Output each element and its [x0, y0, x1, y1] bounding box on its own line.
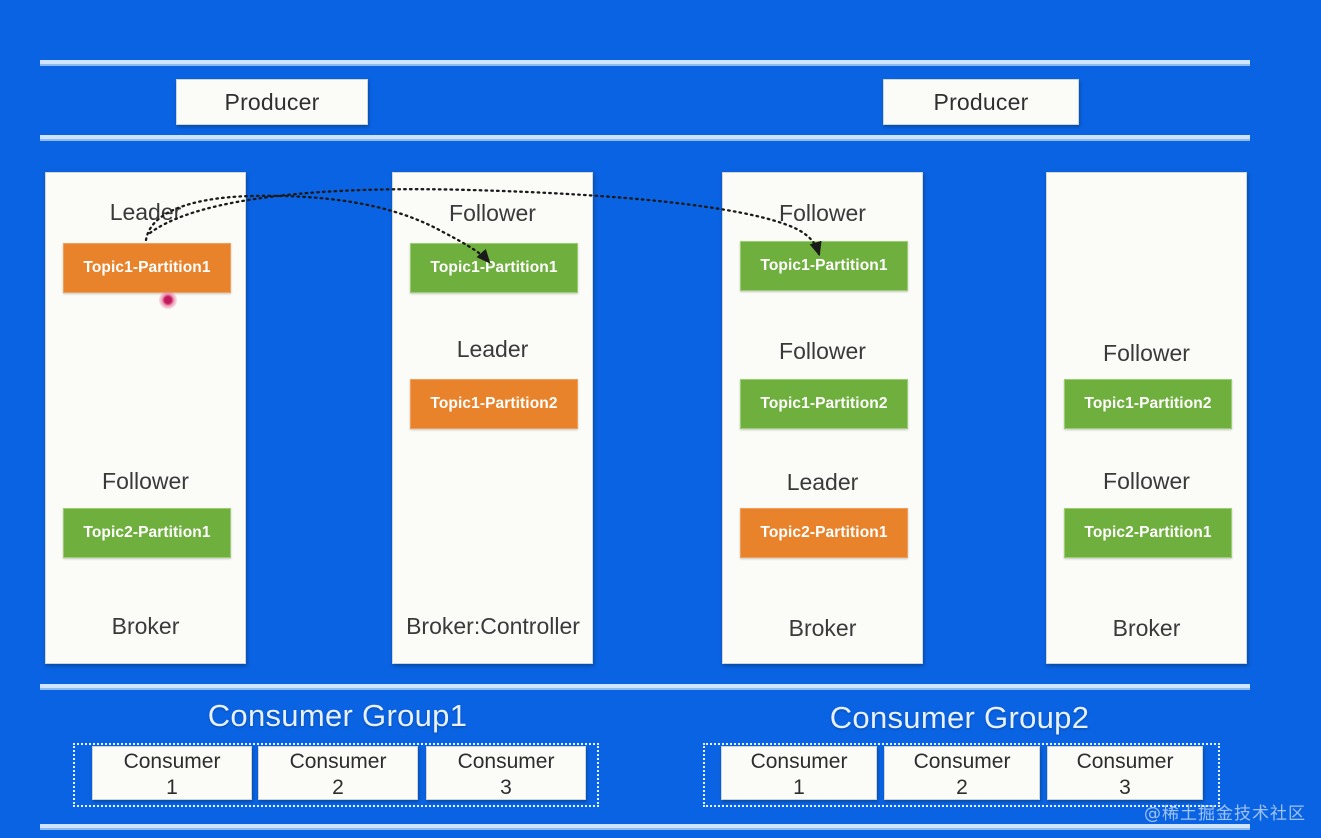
- consumer-index: 2: [956, 776, 968, 799]
- role-label-follower-1: Follower: [1103, 340, 1190, 366]
- consumer-group-1-container: [73, 743, 599, 807]
- partition-topic1-partition2[interactable]: Topic1-Partition2: [740, 379, 908, 429]
- producer-box-1[interactable]: Producer: [176, 79, 368, 125]
- partition-topic1-partition2[interactable]: Topic1-Partition2: [1064, 379, 1232, 429]
- consumer-label-line1: Consumer: [457, 750, 555, 773]
- partition-topic2-partition1[interactable]: Topic2-Partition1: [63, 508, 231, 558]
- partition-topic1-partition1[interactable]: Topic1-Partition1: [740, 241, 908, 291]
- consumer-group-1-title: Consumer Group1: [207, 698, 468, 733]
- consumer-box[interactable]: Consumer 2: [884, 746, 1040, 800]
- consumer-index: 1: [166, 776, 178, 799]
- role-label-follower-1: Follower: [779, 200, 866, 226]
- consumer-index: 2: [332, 776, 344, 799]
- partition-topic2-partition1[interactable]: Topic2-Partition1: [740, 508, 908, 558]
- role-label-leader: Leader: [456, 336, 529, 362]
- producer-label: Producer: [224, 88, 320, 115]
- partition-topic2-partition1[interactable]: Topic2-Partition1: [1064, 508, 1232, 558]
- broker-column-3[interactable]: Follower Topic1-Partition1 Follower Topi…: [722, 172, 923, 664]
- divider-bottom: [40, 824, 1250, 828]
- role-label-leader: Leader: [786, 469, 859, 495]
- broker-column-2[interactable]: Follower Topic1-Partition1 Leader Topic1…: [392, 172, 593, 664]
- watermark: @稀土掘金技术社区: [1144, 804, 1306, 824]
- broker-name: Broker: [788, 615, 857, 641]
- consumer-index: 1: [793, 776, 805, 799]
- consumer-box[interactable]: Consumer 2: [258, 746, 418, 800]
- role-label-follower: Follower: [449, 200, 536, 226]
- consumer-index: 3: [1119, 776, 1131, 799]
- consumer-index: 3: [500, 776, 512, 799]
- consumer-box[interactable]: Consumer 1: [92, 746, 252, 800]
- consumer-group-2-title: Consumer Group2: [829, 700, 1090, 735]
- cursor-click-marker: [159, 291, 177, 309]
- consumer-label-line1: Consumer: [1076, 750, 1174, 773]
- consumer-box[interactable]: Consumer 3: [426, 746, 586, 800]
- consumer-label-line1: Consumer: [913, 750, 1011, 773]
- consumer-label-line1: Consumer: [123, 750, 221, 773]
- producer-label: Producer: [933, 88, 1029, 115]
- broker-name-controller: Broker:Controller: [406, 613, 580, 639]
- broker-column-1[interactable]: Leader Topic1-Partition1 Follower Topic2…: [45, 172, 246, 664]
- consumer-group-2-container: [703, 743, 1220, 807]
- role-label-leader: Leader: [109, 199, 182, 225]
- producer-box-2[interactable]: Producer: [883, 79, 1079, 125]
- divider-top: [40, 60, 1250, 64]
- divider-producer-bottom: [40, 135, 1250, 139]
- divider-broker-bottom: [40, 684, 1250, 688]
- broker-column-4[interactable]: Follower Topic1-Partition2 Follower Topi…: [1046, 172, 1247, 664]
- broker-name: Broker: [1112, 615, 1181, 641]
- partition-topic1-partition1[interactable]: Topic1-Partition1: [63, 243, 231, 293]
- broker-name: Broker: [111, 613, 180, 639]
- partition-topic1-partition1[interactable]: Topic1-Partition1: [410, 243, 578, 293]
- role-label-follower-2: Follower: [1103, 468, 1190, 494]
- consumer-box[interactable]: Consumer 3: [1047, 746, 1203, 800]
- consumer-box[interactable]: Consumer 1: [721, 746, 877, 800]
- partition-topic1-partition2[interactable]: Topic1-Partition2: [410, 379, 578, 429]
- role-label-follower: Follower: [102, 468, 189, 494]
- consumer-label-line1: Consumer: [750, 750, 848, 773]
- role-label-follower-2: Follower: [779, 338, 866, 364]
- consumer-label-line1: Consumer: [289, 750, 387, 773]
